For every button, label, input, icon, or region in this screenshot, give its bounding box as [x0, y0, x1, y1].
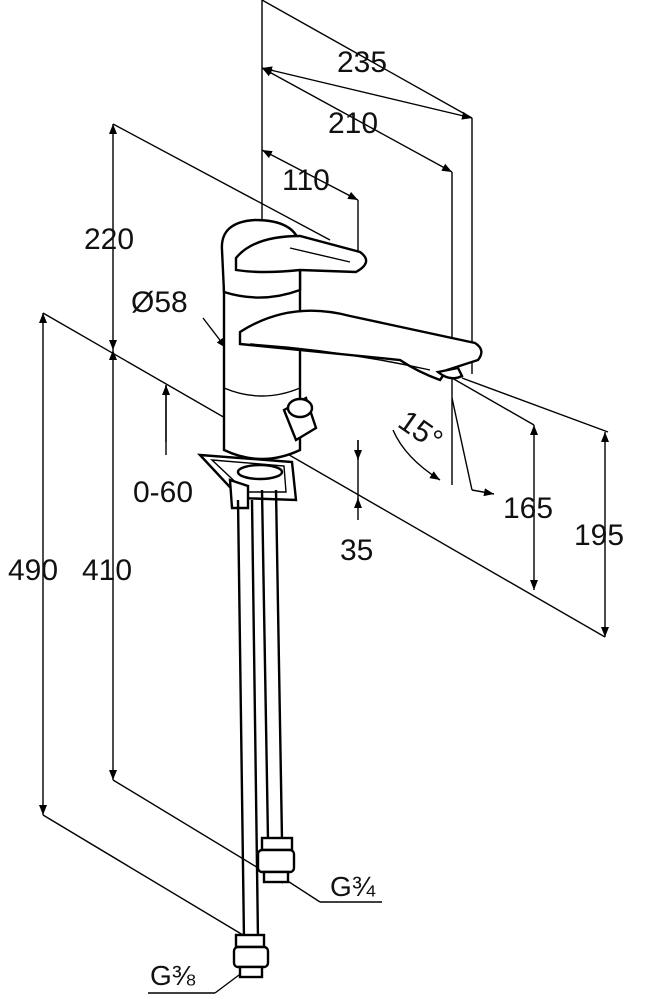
dim-0-60-label: 0-60: [133, 476, 193, 509]
dim-220-label: 220: [84, 223, 134, 256]
dimension-arrows: [39, 66, 609, 815]
dim-410-label: 410: [82, 554, 132, 587]
dim-angle-15-label: 15°: [392, 404, 448, 457]
supply-hoses: [232, 489, 296, 979]
dim-165-label: 165: [503, 492, 553, 525]
dim-210-label: 210: [328, 107, 378, 140]
dim-490-label: 490: [8, 554, 58, 587]
faucet-body: [197, 218, 483, 510]
dim-35-label: 35: [340, 534, 373, 567]
dim-195-label: 195: [574, 519, 624, 552]
dimension-labels: 235 210 110 220 Ø58 0-60 35 15° 165 195 …: [8, 46, 624, 587]
dim-110-label: 110: [282, 164, 330, 197]
thread-labels: G¾ G⅜: [150, 871, 376, 991]
dim-diameter-58-label: Ø58: [131, 286, 188, 319]
thread-g38-label: G⅜: [150, 960, 196, 991]
thread-g34-label: G¾: [330, 871, 376, 902]
dim-235-label: 235: [337, 46, 387, 79]
